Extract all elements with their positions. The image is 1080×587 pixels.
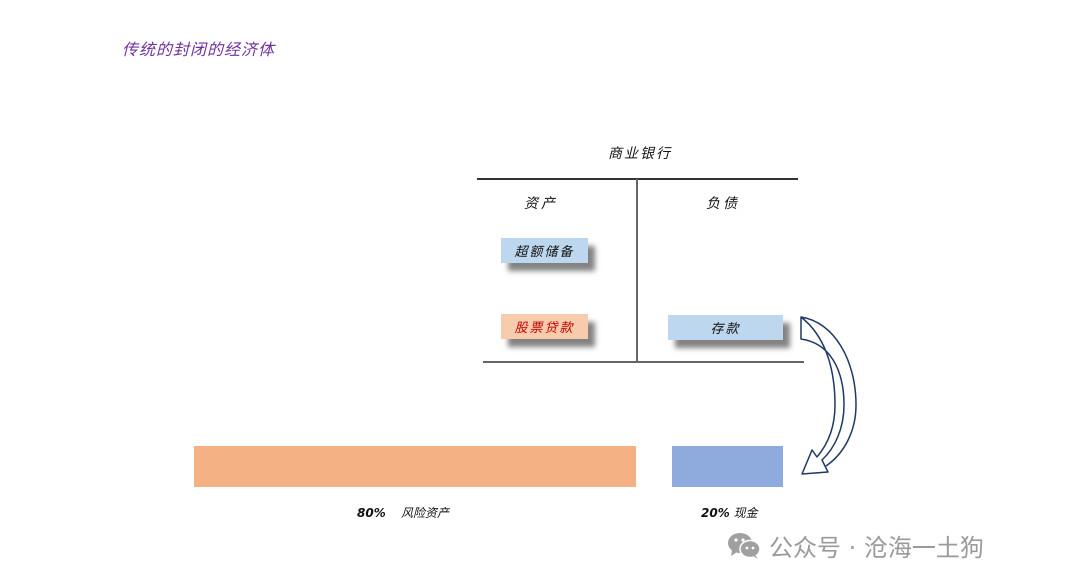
watermark: 公众号 · 沧海一土狗 <box>727 528 984 563</box>
risk-assets-label: 风险资产 <box>401 506 450 520</box>
t-account-top-line <box>477 178 798 180</box>
deposits-box: 存款 <box>668 315 783 340</box>
assets-label: 资产 <box>524 196 558 212</box>
risk-assets-bar <box>194 446 636 487</box>
cash-percent: 20% <box>701 506 730 520</box>
page-title: 传统的封闭的经济体 <box>122 40 276 59</box>
t-account-bottom-line <box>483 361 804 363</box>
liabilities-label: 负债 <box>706 196 740 212</box>
bank-title: 商业银行 <box>608 146 672 162</box>
cash-bar <box>672 446 783 487</box>
deposits-label: 存款 <box>710 322 741 337</box>
cash-caption: 20% 现金 <box>701 504 758 521</box>
cash-label: 现金 <box>733 506 758 520</box>
wechat-icon <box>728 532 761 559</box>
excess-reserves-label: 超额储备 <box>514 245 575 260</box>
stock-loans-box: 股票贷款 <box>501 314 588 339</box>
curved-arrow-icon <box>800 316 857 475</box>
t-account-divider <box>636 179 638 362</box>
watermark-text: 公众号 · 沧海一土狗 <box>769 534 984 562</box>
risk-assets-caption: 80% 风险资产 <box>357 504 449 521</box>
stock-loans-label: 股票贷款 <box>514 321 575 336</box>
excess-reserves-box: 超额储备 <box>501 238 588 263</box>
risk-assets-percent: 80% <box>357 506 386 520</box>
